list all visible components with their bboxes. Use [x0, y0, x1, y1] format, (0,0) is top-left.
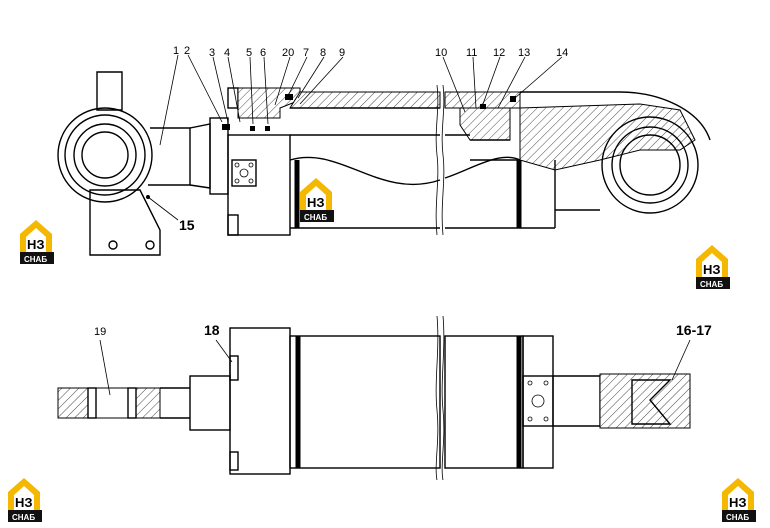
watermark-logo: НЗ СНАБ [722, 478, 756, 522]
label-part-9: 9 [339, 47, 345, 59]
leader-lines-bottom [99, 339, 691, 396]
svg-text:НЗ: НЗ [703, 262, 721, 277]
label-part-5: 5 [246, 47, 252, 59]
label-part-15: 15 [179, 217, 195, 233]
label-part-19: 19 [94, 326, 106, 338]
label-part-20: 20 [282, 47, 294, 59]
label-part-8: 8 [320, 47, 326, 59]
bottom-view [57, 315, 691, 481]
label-part-16-17: 16-17 [676, 322, 712, 338]
label-part-2: 2 [184, 45, 190, 57]
label-part-18: 18 [204, 322, 220, 338]
svg-text:НЗ: НЗ [15, 495, 33, 510]
svg-text:НЗ: НЗ [307, 195, 325, 210]
svg-text:СНАБ: СНАБ [700, 280, 723, 289]
watermark-logo: НЗ СНАБ [300, 178, 334, 222]
svg-text:СНАБ: СНАБ [304, 213, 327, 222]
label-part-4: 4 [224, 47, 230, 59]
leader-lines-top [146, 54, 563, 221]
watermark-logo: НЗ СНАБ [20, 220, 54, 264]
label-part-10: 10 [435, 47, 447, 59]
label-part-12: 12 [493, 47, 505, 59]
svg-text:СНАБ: СНАБ [726, 513, 749, 522]
label-part-1: 1 [173, 45, 179, 57]
label-part-13: 13 [518, 47, 530, 59]
watermark-logo: НЗ СНАБ [696, 245, 730, 289]
label-part-14: 14 [556, 47, 568, 59]
watermark-logo: НЗ СНАБ [8, 478, 42, 522]
top-view [57, 71, 711, 256]
label-part-7: 7 [303, 47, 309, 59]
label-part-6: 6 [260, 47, 266, 59]
label-part-11: 11 [466, 47, 477, 59]
label-part-3: 3 [209, 47, 215, 59]
part-labels: 1 2 3 4 5 6 20 7 8 9 10 11 12 13 14 15 1… [94, 45, 712, 338]
svg-text:НЗ: НЗ [729, 495, 747, 510]
svg-text:НЗ: НЗ [27, 237, 45, 252]
svg-text:СНАБ: СНАБ [24, 255, 47, 264]
svg-text:СНАБ: СНАБ [12, 513, 35, 522]
